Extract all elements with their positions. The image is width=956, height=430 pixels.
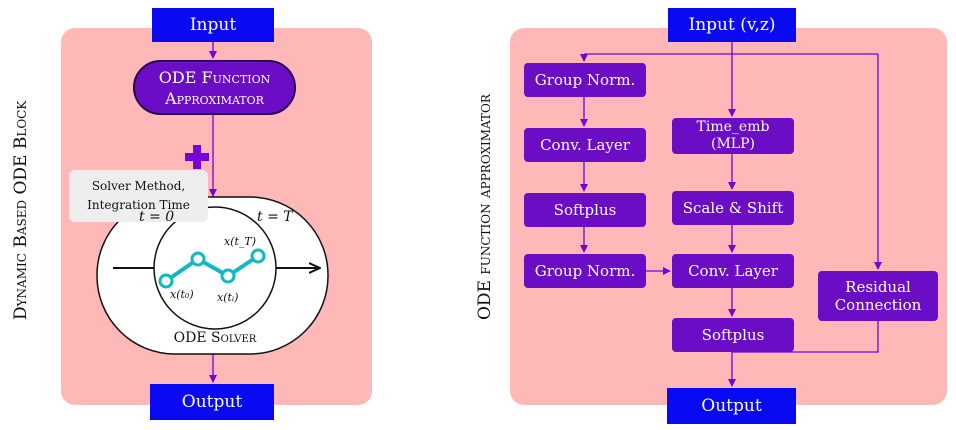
time-emb-box: Time_emb (MLP) [672,118,794,154]
trajectory-point-t0 [158,273,174,289]
residual-line1: Residual [845,278,911,296]
label-t0: t = 0 [139,209,175,225]
conv-layer-1: Conv. Layer [524,128,646,162]
plus-icon [185,145,209,169]
trajectory-point-tT [250,248,266,264]
residual-connection-box: Residual Connection [818,271,938,321]
trajectory-point-t1 [190,251,206,267]
left-output-box: Output [150,384,274,420]
left-side-label: Dynamic Based ODE Block [11,100,31,320]
right-side-label: ODE function approximator [475,94,495,320]
time-emb-line1: Time_emb [696,119,770,135]
trajectory-point-ti [220,268,236,284]
group-norm-2: Group Norm. [524,254,646,288]
label-x-ti: x(tᵢ) [217,291,239,304]
right-input-box: Input (v,z) [668,8,796,42]
left-input-box: Input [152,8,274,42]
ode-function-line2: Approximator [165,88,264,108]
ode-function-approximator: ODE Function Approximator [133,60,296,115]
solver-params-box: Solver Method, Integration Time [69,170,208,222]
label-x-t0: x(t₀) [170,288,194,301]
conv-layer-2: Conv. Layer [672,254,794,288]
label-x-tT: x(t_T) [224,235,257,248]
group-norm-1: Group Norm. [524,63,646,97]
softplus-2: Softplus [672,318,794,352]
trajectory-line [164,254,260,283]
ode-solver-label: ODE Solver [173,330,257,346]
ode-function-line1: ODE Function [158,67,271,87]
right-output-box: Output [667,388,796,424]
solver-params-line1: Solver Method, [91,179,186,193]
scale-shift-box: Scale & Shift [672,191,794,225]
time-emb-line2: (MLP) [711,136,755,152]
residual-return-line [732,321,879,353]
residual-line2: Connection [834,296,922,314]
solver-params-line2: Integration Time [87,198,190,212]
softplus-1: Softplus [524,193,646,227]
label-tT: t = T [257,209,293,225]
